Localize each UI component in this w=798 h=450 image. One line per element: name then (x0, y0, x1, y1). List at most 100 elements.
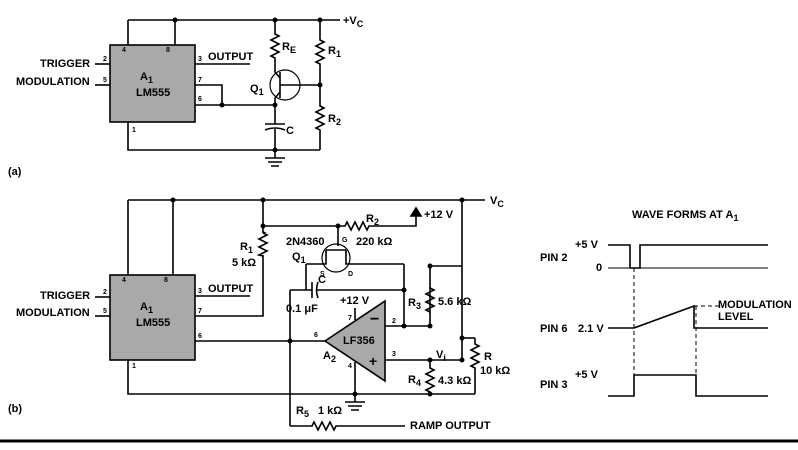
circuit-b: VC A1 LM555 4 8 2 5 3 7 6 1 TRIGGER MODU… (8, 195, 510, 432)
b-pin-label: 1 (132, 363, 136, 370)
b-r5-label: R5 (296, 405, 309, 419)
b-opamp-minus: − (370, 311, 379, 328)
b-r4-value: 4.3 kΩ (438, 375, 471, 387)
b-fet-q1 (321, 243, 351, 273)
wave-pin6-label: PIN 6 (540, 323, 568, 335)
b-fet-channel (306, 250, 404, 265)
wave-pin2-label: PIN 2 (540, 252, 568, 264)
wave-pin3-trace (608, 374, 768, 397)
b-a2-label: A2 (323, 350, 336, 364)
b-ic-name: A1 (140, 301, 153, 315)
b-r-value: 10 kΩ (480, 365, 510, 377)
a-pin-label: 7 (198, 77, 202, 84)
b-op-pin: 4 (348, 363, 352, 370)
a-pin-label: 8 (166, 47, 170, 54)
b-r1-value: 5 kΩ (232, 257, 256, 269)
b-r5-value: 1 kΩ (318, 405, 342, 417)
a-pin-label: 4 (122, 47, 126, 54)
circuit-a: +VC A1 LM555 4 8 2 5 3 7 6 1 TRIGGER MOD… (8, 15, 364, 178)
wave-pin3-label: PIN 3 (540, 379, 568, 391)
a-modulation-label: MODULATION (16, 76, 90, 88)
b-r4-label: R4 (408, 374, 421, 388)
b-ic-part: LM555 (136, 317, 170, 329)
b-supply-label: VC (490, 195, 504, 209)
b-pin-label: 5 (103, 308, 107, 315)
a-resistor-r1 (314, 20, 326, 85)
b-node (427, 391, 433, 397)
b-resistor-r3 (424, 287, 436, 313)
b-node (401, 287, 407, 293)
b-bottom-rail (127, 360, 475, 395)
b-node (459, 335, 465, 341)
a-pin-label: 3 (198, 56, 202, 63)
b-node (260, 223, 266, 229)
b-pin-label: 2 (103, 289, 107, 296)
waveforms: WAVE FORMS AT A1 PIN 2 +5 V 0 PIN 6 2.1 … (540, 209, 792, 397)
b-pin-label: 4 (122, 277, 126, 284)
a-pin-label: 5 (103, 77, 107, 84)
b-pin-label: 7 (198, 308, 202, 315)
b-vi-label: Vi (436, 349, 446, 363)
a-q1-label: Q1 (250, 83, 264, 97)
a-figure-label: (a) (8, 166, 22, 178)
a-re-label: RE (282, 41, 296, 55)
b-modulation-label: MODULATION (16, 307, 90, 319)
b-resistor-r4 (424, 360, 436, 394)
a-resistor-r2 (314, 85, 326, 150)
b-r3-value: 5.6 kΩ (438, 296, 471, 308)
a-pin-label: 6 (198, 96, 202, 103)
b-resistor-r2 (263, 214, 417, 232)
b-node (287, 338, 293, 344)
a-pin-label: 1 (132, 127, 136, 134)
b-q1-label: Q1 (292, 251, 306, 265)
b-resistor-r5 (290, 420, 405, 432)
b-r-label: R (484, 351, 492, 363)
a-wire-pin7-6 (195, 84, 223, 106)
wave-title: WAVE FORMS AT A1 (632, 209, 738, 223)
a-supply-label: +VC (343, 15, 364, 29)
wave-mod-level-1: MODULATION (718, 299, 792, 311)
wave-mod-level-2: LEVEL (718, 311, 754, 323)
b-op-pin: 7 (348, 315, 352, 322)
wave-pin2-trace (608, 244, 768, 269)
a-transistor-collector (274, 91, 281, 105)
b-fet-part: 2N4360 (286, 236, 325, 248)
b-fet-g: G (342, 237, 348, 244)
a-output-label: OUTPUT (208, 51, 254, 63)
a-r1-label: R1 (328, 45, 341, 59)
a-transistor-emitter (274, 64, 281, 79)
b-op-pin: 2 (392, 318, 396, 325)
b-op-pin: 6 (314, 332, 318, 339)
b-figure-label: (b) (8, 403, 22, 415)
b-resistor-r1-zig (256, 232, 269, 257)
a-pin-label: 2 (103, 56, 107, 63)
a-trigger-label: TRIGGER (40, 58, 90, 70)
b-opamp-plus: + (369, 353, 377, 369)
b-c-value: 0.1 μF (286, 303, 318, 315)
b-ic-lm555 (109, 274, 196, 361)
b-node (427, 263, 433, 269)
wave-pin6-level: 2.1 V (578, 323, 604, 335)
wave-pin3-high: +5 V (575, 369, 599, 381)
a-ic-lm555 (109, 44, 196, 123)
a-ground-symbol (265, 157, 285, 167)
b-op-pin: 3 (392, 351, 396, 358)
b-plus12-arrow (409, 206, 423, 217)
b-r2-value: 220 kΩ (356, 236, 393, 248)
b-node (401, 323, 407, 329)
b-ground-symbol (345, 401, 365, 411)
b-r1-gap (258, 233, 268, 255)
a-ic-name: A1 (140, 71, 153, 85)
a-bottom-rail (127, 122, 320, 151)
b-pin-label: 3 (198, 288, 202, 295)
b-fet-d: D (348, 271, 353, 278)
b-fet-s: S (320, 271, 325, 278)
wave-pin2-zero: 0 (596, 262, 602, 274)
b-plus12-top-label: +12 V (424, 209, 454, 221)
a-node (219, 102, 225, 108)
a-ic-part: LM555 (136, 87, 170, 99)
b-pin-label: 6 (198, 333, 202, 340)
b-r1-label: R1 (240, 241, 253, 255)
b-opamp-part: LF356 (343, 335, 375, 347)
